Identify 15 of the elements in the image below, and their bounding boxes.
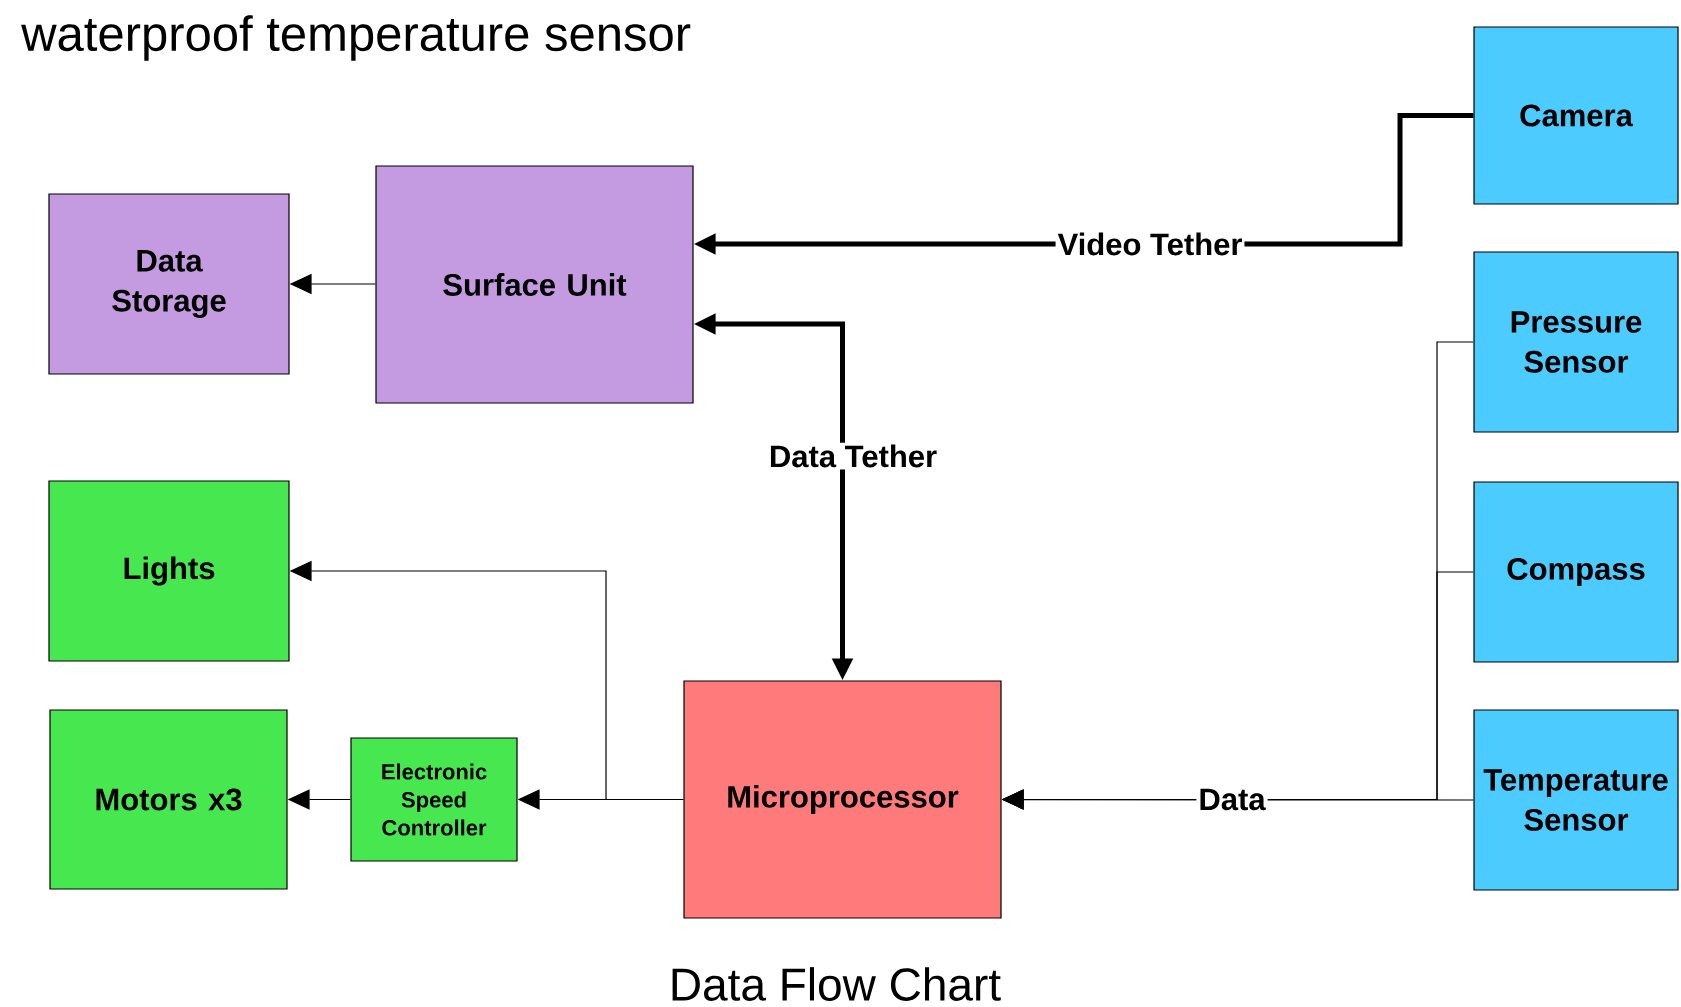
edge-label: Data	[1196, 786, 1268, 813]
caption: Data Flow Chart	[672, 967, 1001, 1001]
process-box: Electronic Speed Controller	[350, 737, 518, 862]
process-box: Microprocessor	[683, 680, 1002, 919]
edge-label: Data Tether	[766, 442, 940, 470]
process-box: Camera	[1473, 26, 1679, 205]
process-box: Data Storage	[48, 193, 290, 375]
process-box: Motors x3	[49, 709, 288, 890]
title: waterproof temperature sensor	[21, 15, 691, 61]
process-box: Surface Unit	[375, 165, 694, 404]
edge-label: Video Tether	[1055, 230, 1245, 258]
process-box: Lights	[48, 480, 290, 662]
process-box: Temperature Sensor	[1473, 709, 1679, 891]
process-box: Compass	[1473, 481, 1679, 663]
process-box: Pressure Sensor	[1473, 251, 1679, 433]
